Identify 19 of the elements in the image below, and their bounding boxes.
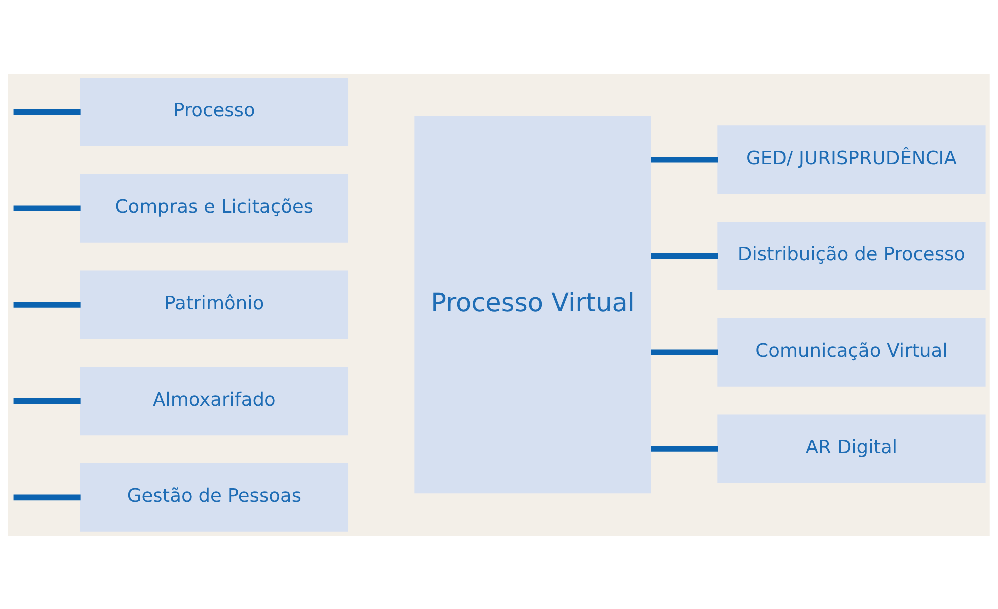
connector (651, 349, 718, 355)
node-box: Processo (80, 78, 349, 146)
node-box: Processo Virtual (414, 116, 652, 494)
node-box: Compras e Licitações (80, 174, 349, 242)
connector (14, 398, 81, 404)
node-box: AR Digital (718, 414, 986, 483)
connector (651, 252, 718, 259)
node-box: GED/ JURISPRUDÊNCIA (718, 125, 986, 194)
node-box: Patrimônio (80, 270, 349, 339)
node-box: Comunicação Virtual (718, 318, 986, 386)
connector (14, 494, 81, 500)
connector (14, 302, 81, 308)
node-box: Almoxarifado (80, 366, 349, 436)
connector (651, 156, 718, 162)
node-box: Gestão de Pessoas (80, 462, 349, 532)
connector (651, 446, 718, 452)
connector (14, 205, 81, 212)
connector (14, 108, 81, 115)
node-box: Distribuição de Processo (718, 222, 986, 290)
